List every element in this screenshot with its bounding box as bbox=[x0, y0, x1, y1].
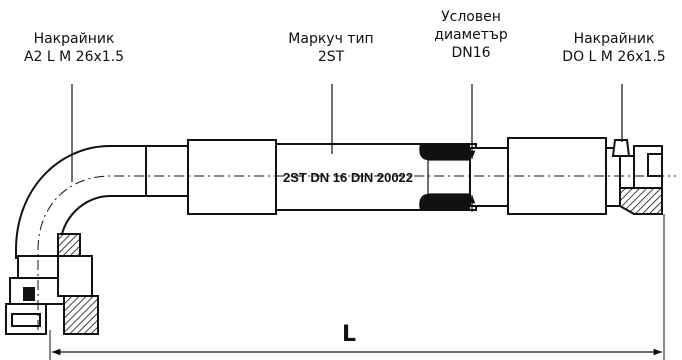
length-label: L bbox=[342, 322, 356, 347]
left-fitting-label: Накрайник A2 L M 26x1.5 bbox=[14, 30, 134, 66]
hose-type-label-line2: 2ST bbox=[317, 49, 345, 65]
nominal-diameter-label: Условен диаметър DN16 bbox=[416, 8, 526, 62]
left-fitting-label-line1: Накрайник bbox=[33, 31, 115, 47]
nominal-diameter-label-line3: DN16 bbox=[451, 45, 491, 61]
hose-marking-text: 2ST DN 16 DIN 20022 bbox=[283, 170, 413, 185]
hose-bore bbox=[427, 159, 471, 195]
left-fitting-label-line2: A2 L M 26x1.5 bbox=[23, 49, 125, 65]
right-fitting-label-line1: Накрайник bbox=[573, 31, 655, 47]
right-fitting-label-line2: DO L M 26x1.5 bbox=[562, 49, 666, 65]
nominal-diameter-label-line2: диаметър bbox=[434, 27, 508, 43]
hose-wall-section bbox=[419, 144, 470, 210]
elbow-hose bbox=[15, 145, 149, 259]
hose-type-label: Маркуч тип 2ST bbox=[276, 30, 386, 66]
left-crimp-sleeve bbox=[187, 139, 277, 215]
hose-type-label-line1: Маркуч тип bbox=[288, 31, 374, 47]
center-line bbox=[37, 175, 676, 330]
right-fitting-label: Накрайник DO L M 26x1.5 bbox=[552, 30, 676, 66]
left-sleeve-neck bbox=[145, 145, 191, 197]
right-swivel-nut bbox=[611, 139, 663, 215]
nominal-diameter-label-line1: Условен bbox=[441, 9, 501, 25]
right-sleeve-neck bbox=[469, 147, 511, 207]
